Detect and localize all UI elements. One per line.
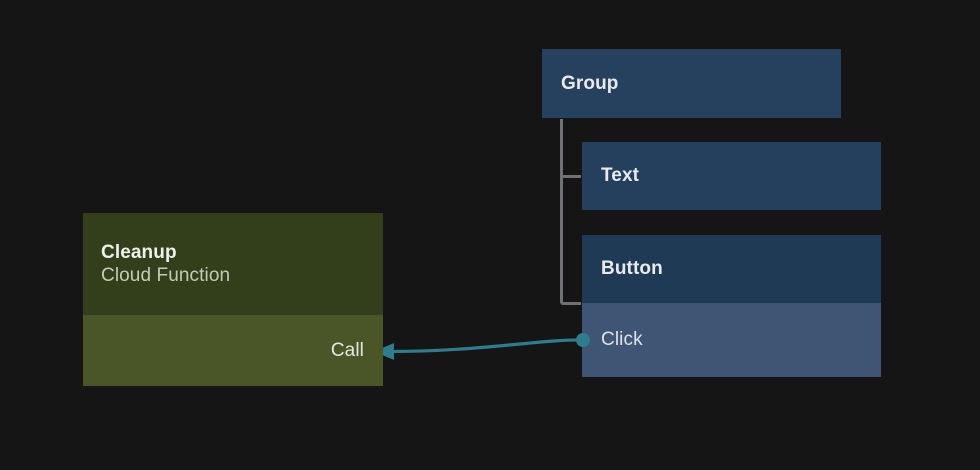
- node-button-header[interactable]: Button: [582, 235, 881, 303]
- node-button-port-click[interactable]: Click: [582, 303, 881, 377]
- node-text-title: Text: [601, 165, 640, 187]
- node-group-title: Group: [561, 72, 619, 94]
- node-text-header: Text: [582, 142, 881, 210]
- node-group[interactable]: Group: [542, 49, 841, 118]
- port-connector-dot-click[interactable]: [576, 333, 590, 347]
- node-button-title: Button: [601, 258, 663, 280]
- node-button[interactable]: Button Click: [582, 235, 881, 377]
- node-cleanup-header[interactable]: Cleanup Cloud Function: [83, 213, 383, 315]
- node-cleanup[interactable]: Cleanup Cloud Function Call: [83, 213, 383, 386]
- node-cleanup-subtitle: Cloud Function: [101, 264, 231, 286]
- node-cleanup-title: Cleanup: [101, 241, 177, 263]
- port-label-call: Call: [330, 339, 364, 361]
- port-label-click: Click: [601, 329, 643, 350]
- node-text[interactable]: Text: [582, 142, 881, 210]
- node-cleanup-port-call[interactable]: Call: [83, 315, 383, 386]
- node-group-header: Group: [542, 49, 841, 118]
